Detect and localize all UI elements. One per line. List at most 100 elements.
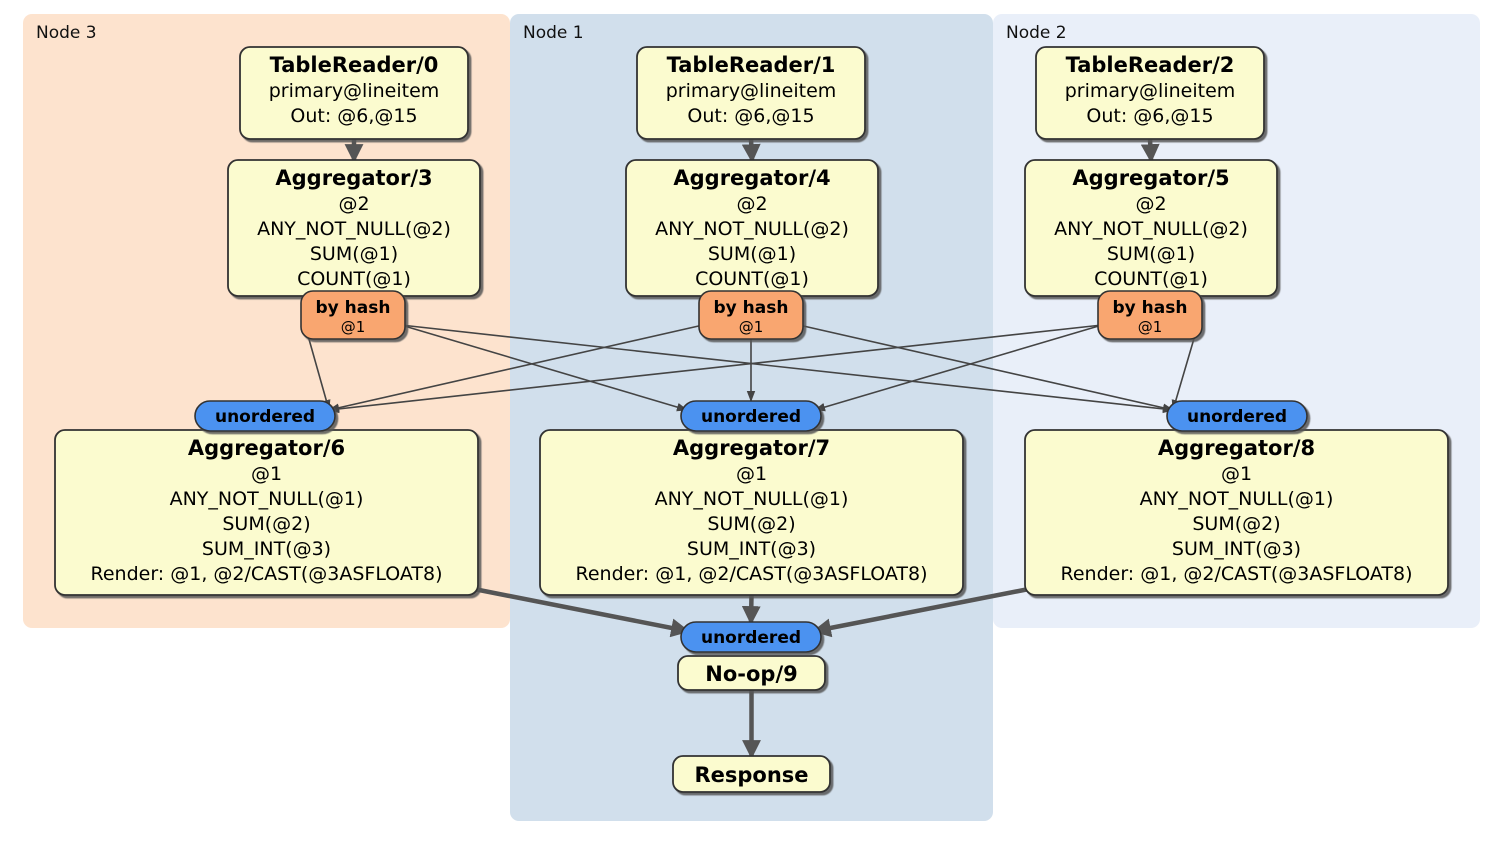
box-frame xyxy=(677,655,826,691)
hash-pill-frame xyxy=(300,290,406,340)
hash-pill-frame xyxy=(1097,290,1203,340)
hash-pill-column: @1 xyxy=(1138,318,1163,336)
processor-box-noop9[interactable]: No-op/9 xyxy=(677,655,826,691)
hash-pill-label: by hash xyxy=(316,298,391,318)
edge-hash3-to-un8 xyxy=(400,324,1175,414)
box-frame xyxy=(672,755,831,793)
box-line: SUM_INT(@3) xyxy=(1172,538,1301,560)
edge-hash3-to-un7 xyxy=(400,324,689,412)
hash-pill-column: @1 xyxy=(341,318,366,336)
box-line: Out: @6,@15 xyxy=(1086,105,1213,127)
box-title: Response xyxy=(694,763,808,787)
box-line: @1 xyxy=(736,463,767,485)
box-title: Aggregator/3 xyxy=(275,166,432,190)
unordered-pill-frame xyxy=(194,400,336,432)
box-line: @1 xyxy=(251,463,282,485)
hash-router-hash5[interactable]: by hash@1 xyxy=(1097,290,1203,340)
edge-hash5-to-un7 xyxy=(813,324,1103,412)
box-line: COUNT(@1) xyxy=(297,268,411,290)
unordered-synchronizer-un9[interactable]: unordered xyxy=(680,621,822,653)
box-frame xyxy=(239,46,469,140)
edge-hash5-to-un6 xyxy=(327,324,1103,414)
box-line: Out: @6,@15 xyxy=(290,105,417,127)
panel-label: Node 2 xyxy=(1006,23,1067,43)
box-line: @2 xyxy=(736,193,767,215)
box-line: SUM(@2) xyxy=(222,513,310,535)
box-line: ANY_NOT_NULL(@2) xyxy=(1054,218,1248,240)
box-title: Aggregator/7 xyxy=(673,436,830,460)
edge-agg6-to-un9 xyxy=(473,586,690,638)
box-line: SUM_INT(@3) xyxy=(687,538,816,560)
box-line: Render: @1, @2/CAST(@3ASFLOAT8) xyxy=(576,563,928,585)
box-title: Aggregator/8 xyxy=(1158,436,1315,460)
box-line: ANY_NOT_NULL(@1) xyxy=(655,488,849,510)
unordered-synchronizer-un8[interactable]: unordered xyxy=(1166,400,1308,432)
box-line: SUM(@2) xyxy=(707,513,795,535)
box-line: SUM(@1) xyxy=(1107,243,1195,265)
hash-router-hash4[interactable]: by hash@1 xyxy=(698,290,804,340)
edge-tr2-to-agg5 xyxy=(1140,138,1160,164)
box-line: primary@lineitem xyxy=(1065,80,1236,102)
box-line: primary@lineitem xyxy=(269,80,440,102)
edges-layer xyxy=(304,138,1199,760)
box-line: @1 xyxy=(1221,463,1252,485)
hash-pill-frame xyxy=(698,290,804,340)
unordered-pill-frame xyxy=(680,400,822,432)
box-line: SUM(@1) xyxy=(310,243,398,265)
box-title: No-op/9 xyxy=(705,662,797,686)
hash-pill-label: by hash xyxy=(1113,298,1188,318)
box-line: Out: @6,@15 xyxy=(687,105,814,127)
box-line: ANY_NOT_NULL(@2) xyxy=(257,218,451,240)
processor-box-response[interactable]: Response xyxy=(672,755,831,793)
box-line: @2 xyxy=(1135,193,1166,215)
box-title: TableReader/2 xyxy=(1066,53,1235,77)
box-line: SUM(@2) xyxy=(1192,513,1280,535)
unordered-pill-label: unordered xyxy=(701,407,801,427)
unordered-pill-label: unordered xyxy=(1187,407,1287,427)
unordered-pill-label: unordered xyxy=(701,628,801,648)
box-line: primary@lineitem xyxy=(666,80,837,102)
hash-pill-label: by hash xyxy=(714,298,789,318)
box-line: ANY_NOT_NULL(@1) xyxy=(170,488,364,510)
box-line: SUM_INT(@3) xyxy=(202,538,331,560)
edge-agg8-to-un9 xyxy=(812,586,1030,638)
box-line: Render: @1, @2/CAST(@3ASFLOAT8) xyxy=(1061,563,1413,585)
unordered-pill-frame xyxy=(1166,400,1308,432)
panel-label: Node 1 xyxy=(523,23,584,43)
unordered-pill-label: unordered xyxy=(215,407,315,427)
box-line: @2 xyxy=(338,193,369,215)
panel-label: Node 3 xyxy=(36,23,97,43)
unordered-synchronizer-un7[interactable]: unordered xyxy=(680,400,822,432)
box-title: Aggregator/5 xyxy=(1072,166,1229,190)
unordered-pill-frame xyxy=(680,621,822,653)
box-line: ANY_NOT_NULL(@1) xyxy=(1140,488,1334,510)
box-title: TableReader/1 xyxy=(667,53,836,77)
hash-router-hash3[interactable]: by hash@1 xyxy=(300,290,406,340)
box-frame xyxy=(636,46,866,140)
edge-hash4-to-un8 xyxy=(798,324,1175,412)
edge-hash4-to-un6 xyxy=(327,324,704,412)
unordered-synchronizer-un6[interactable]: unordered xyxy=(194,400,336,432)
box-frame xyxy=(1035,46,1265,140)
edge-tr1-to-agg4 xyxy=(741,138,761,164)
box-title: TableReader/0 xyxy=(270,53,439,77)
box-line: COUNT(@1) xyxy=(1094,268,1208,290)
processor-box-agg4[interactable]: Aggregator/4@2ANY_NOT_NULL(@2)SUM(@1)COU… xyxy=(625,159,879,297)
edge-agg7-to-un9 xyxy=(741,594,761,626)
box-title: Aggregator/6 xyxy=(188,436,345,460)
hash-pill-column: @1 xyxy=(739,318,764,336)
box-title: Aggregator/4 xyxy=(673,166,830,190)
box-line: ANY_NOT_NULL(@2) xyxy=(655,218,849,240)
box-line: Render: @1, @2/CAST(@3ASFLOAT8) xyxy=(91,563,443,585)
